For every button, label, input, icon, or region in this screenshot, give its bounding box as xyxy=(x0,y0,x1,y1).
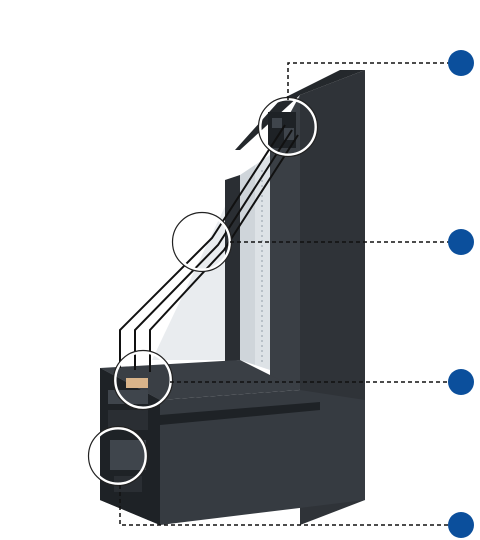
circle-marker-icon[interactable] xyxy=(448,229,474,255)
callout-lines xyxy=(119,62,460,526)
seal-insert xyxy=(126,378,148,388)
circle-marker-icon[interactable] xyxy=(448,512,474,538)
circle-marker-icon[interactable] xyxy=(448,369,474,395)
circle-marker-icon[interactable] xyxy=(448,50,474,76)
frame-top-edge xyxy=(235,70,365,150)
magnifier-seal xyxy=(113,350,173,410)
sash-stile xyxy=(225,175,240,362)
glass-spacer xyxy=(255,155,270,370)
magnifier-bottom xyxy=(88,426,148,486)
frame-inner-face xyxy=(270,95,300,390)
sill-face xyxy=(160,390,365,525)
sill-groove xyxy=(160,402,320,425)
callout-line-4 xyxy=(119,485,460,526)
callout-line-1 xyxy=(287,62,460,100)
glass-pane-edge xyxy=(240,165,255,365)
